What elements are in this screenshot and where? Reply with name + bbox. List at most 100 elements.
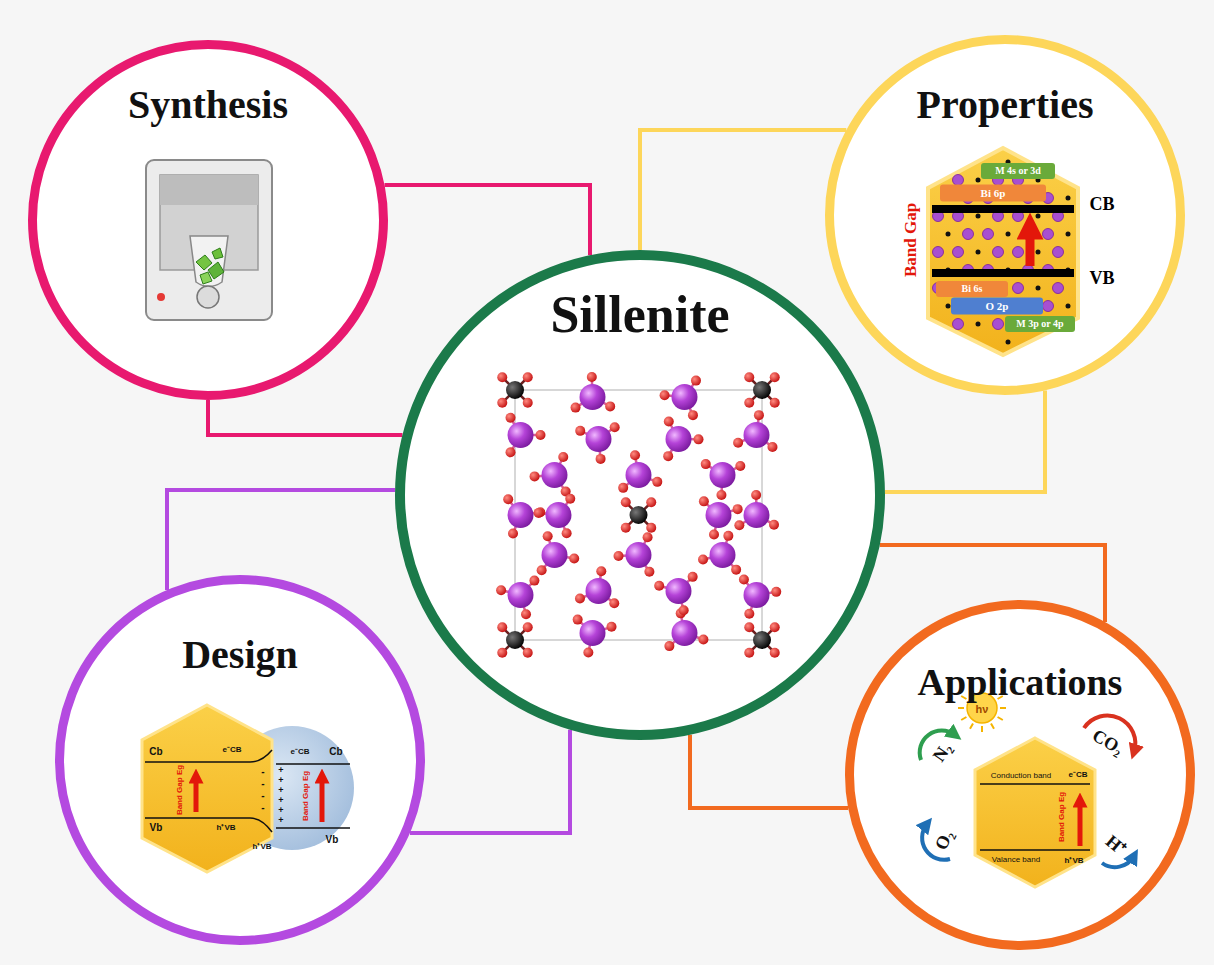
crystal-atom (1053, 247, 1064, 258)
oxygen-atom (770, 372, 780, 382)
orbital-label: Bi 6p (940, 185, 1046, 202)
heterojunction-figure (276, 827, 350, 829)
furnace-icon (157, 293, 165, 301)
circle-grounds (829, 39, 1181, 391)
crystal-atom (1066, 232, 1071, 237)
crystal-atom (1013, 247, 1024, 258)
crystal-atom (946, 232, 951, 237)
figure-label: O₂ (932, 827, 957, 852)
oxygen-atom (744, 609, 754, 619)
furnace-icon (196, 255, 212, 270)
bismuth-atom (710, 462, 736, 488)
band-bars (932, 269, 1074, 277)
oxygen-atom (536, 430, 546, 440)
oxygen-atom (621, 497, 631, 507)
crystal-atom (953, 247, 964, 258)
oxygen-atom (734, 520, 744, 530)
bismuth-atom (586, 426, 612, 452)
bismuth-atom (744, 422, 770, 448)
oxygen-atom (643, 532, 653, 542)
figure-label: + (278, 786, 283, 795)
figure-label: - (261, 803, 264, 813)
bismuth-atom (580, 384, 606, 410)
bismuth-atom (666, 578, 692, 604)
heterojunction-figure (145, 818, 272, 832)
oxygen-atom (497, 372, 507, 382)
oxygen-atom (521, 609, 531, 619)
oxygen-atom (716, 490, 726, 500)
circle-title: Applications (918, 663, 1123, 703)
oxygen-atom (744, 398, 754, 408)
properties-crystal (928, 148, 1078, 355)
oxygen-atom (497, 648, 507, 658)
sun-ray (961, 717, 966, 720)
oxygen-atom (630, 450, 640, 460)
oxygen-atom (646, 497, 656, 507)
crystal-atom (1043, 301, 1054, 312)
furnace-icon (200, 272, 212, 284)
oxygen-atom (688, 572, 698, 582)
figure-label: h⁺VB (253, 843, 272, 851)
crystal-atom (976, 250, 981, 255)
oxygen-atom (508, 529, 518, 539)
oxygen-atom (688, 410, 698, 420)
photocatalysis-figure (1078, 800, 1083, 846)
topic-circle: Sillenite (395, 250, 885, 740)
silicon-atom (753, 381, 771, 399)
orbital-label: O 2p (951, 298, 1043, 315)
crystal-atom (993, 319, 1004, 330)
crystal-atom (1036, 250, 1041, 255)
figure-label: h⁺VB (217, 824, 236, 832)
oxygen-atom (503, 494, 513, 504)
oxygen-atom (654, 581, 664, 591)
heterojunction-figure (145, 750, 272, 762)
oxygen-atom (596, 454, 606, 464)
band-bars (932, 205, 1074, 213)
oxygen-atom (618, 483, 628, 493)
topic-circle: Synthesis (28, 40, 388, 400)
oxygen-atom (770, 648, 780, 658)
furnace-icon (146, 160, 272, 320)
band-bars (932, 205, 1074, 277)
figure-label: + (278, 776, 283, 785)
topic-circle: DesignCbVbe⁻CBh⁺VBBand Gap Ege⁻CBCbVbBan… (55, 575, 425, 945)
sun-ray (1000, 707, 1006, 709)
oxygen-atom (583, 648, 593, 658)
oxygen-atom (609, 598, 619, 608)
figure-label: Band Gap Eg (1058, 792, 1066, 842)
crystal-atom (946, 304, 951, 309)
oxygen-atom (652, 477, 662, 487)
crystal-atom (1006, 340, 1011, 345)
oxygen-atom (523, 622, 533, 632)
band-bars (1026, 226, 1035, 266)
figure-label: + (278, 766, 283, 775)
topic-circle: PropertiesM 4s or 3dBi 6pCBVBBi 6sO 2pM … (825, 35, 1185, 395)
oxygen-atom (770, 398, 780, 408)
oxygen-atom (698, 635, 708, 645)
topic-circle: ApplicationshνN₂CO₂O₂H⁺Conduction bande⁻… (845, 600, 1195, 950)
oxygen-atom (660, 390, 670, 400)
oxygen-atom (699, 496, 709, 506)
bismuth-atom (626, 462, 652, 488)
circle-grounds (849, 604, 1191, 946)
crystal-atom (983, 229, 994, 240)
bismuth-atom (508, 582, 534, 608)
oxygen-atom (610, 422, 620, 432)
oxygen-atom (744, 372, 754, 382)
oxygen-atom (614, 551, 624, 561)
crystal-atom (976, 322, 981, 327)
connector-line (885, 390, 1045, 492)
connector-line (167, 490, 395, 590)
sun-ray (998, 717, 1003, 720)
oxygen-atom (733, 504, 743, 514)
crystal-atom (1006, 232, 1011, 237)
bismuth-atom (744, 582, 770, 608)
oxygen-atom (770, 622, 780, 632)
bismuth-atom (542, 462, 568, 488)
oxygen-atom (771, 587, 781, 597)
oxygen-atom (735, 461, 745, 471)
furnace-icon (146, 160, 272, 320)
figure-label: h⁺VB (1065, 857, 1084, 865)
bismuth-atom (508, 422, 534, 448)
